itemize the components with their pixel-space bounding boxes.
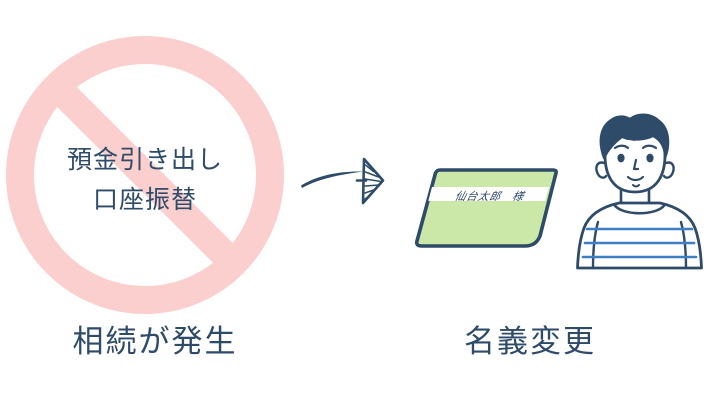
person-left-eyebrow [613, 144, 630, 150]
person-right-ear [662, 161, 675, 179]
bankbook-name-band [428, 187, 549, 201]
person-hair-fringe [626, 133, 643, 141]
person-right-eyebrow [641, 144, 658, 150]
caption-inheritance-occurs: 相続が発生 [72, 324, 238, 360]
prohibition-sign-graphic [6, 36, 284, 314]
person-collar [613, 203, 666, 215]
person-left-ear [595, 161, 608, 179]
heir-person-graphic [576, 113, 703, 270]
prohibition-slash [46, 76, 244, 274]
bankbook-body [414, 168, 558, 248]
arrow-tail [301, 171, 363, 188]
person-torso [576, 201, 703, 270]
flow-arrow-graphic [301, 157, 385, 205]
arrowhead-hatching [364, 164, 382, 200]
caption-name-change: 名義変更 [464, 324, 596, 360]
bankbook-account-holder-text: 仙台太郎 様 [453, 190, 526, 203]
person-mouth [626, 175, 645, 182]
person-left-eye [617, 153, 625, 163]
person-nose [632, 158, 640, 171]
person-shirt-stripes [581, 227, 698, 259]
bankbook-card-graphic [414, 168, 558, 248]
person-right-eye [646, 153, 654, 163]
person-chin-line [632, 184, 640, 188]
prohibition-circle-ring [6, 36, 284, 314]
